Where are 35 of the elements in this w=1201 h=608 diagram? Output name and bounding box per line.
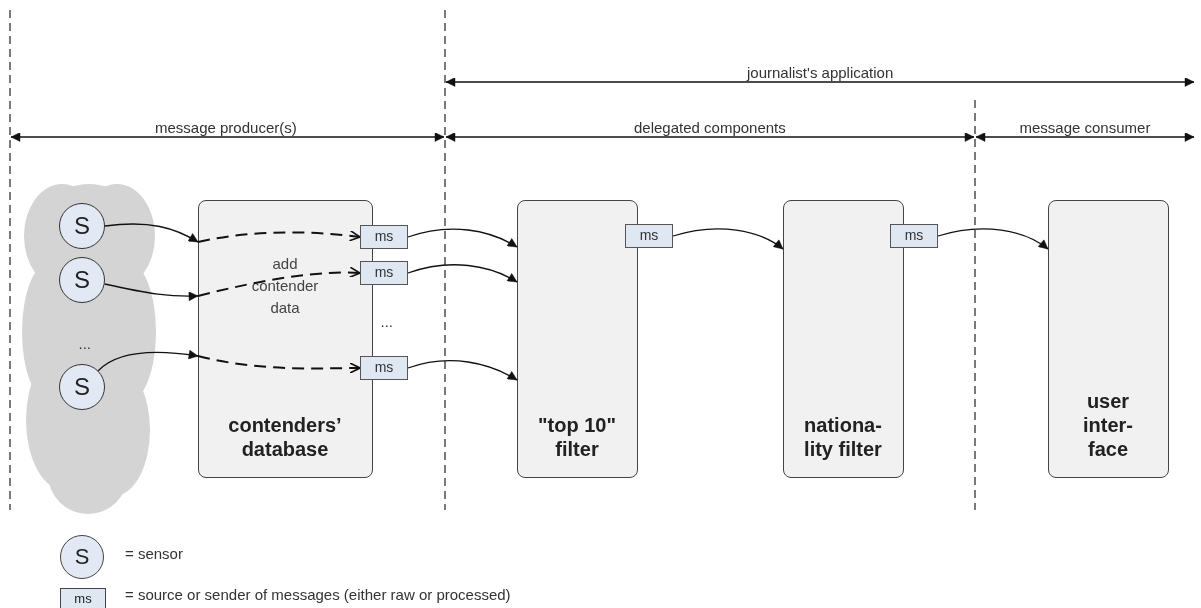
component-box <box>1048 200 1169 478</box>
box-title: "top 10" filter <box>537 413 617 461</box>
legend-sensor-circle: S <box>60 535 104 579</box>
span-label: message producer(s) <box>155 119 297 136</box>
span-label: delegated components <box>634 119 786 136</box>
arrow <box>197 266 361 297</box>
arrow <box>937 228 1049 250</box>
box-note: add contender data <box>250 254 320 318</box>
arrow <box>104 223 199 243</box>
component-box <box>783 200 904 478</box>
box-title: nationa- lity filter <box>803 413 883 461</box>
legend-text: = sensor <box>125 545 183 562</box>
component-box <box>517 200 638 478</box>
ellipsis-text: ... <box>78 335 91 352</box>
ellipsis-text: ... <box>380 313 393 330</box>
span-label: message consumer <box>1019 119 1151 136</box>
arrow <box>407 360 518 381</box>
message-sender-tag: ms <box>360 261 408 285</box>
legend-sender-tag: ms <box>60 588 106 608</box>
message-sender-tag: ms <box>360 225 408 249</box>
component-box <box>198 200 373 478</box>
legend-text: = source or sender of messages (either raw or processed) <box>125 586 511 603</box>
box-title: contenders’ database <box>227 413 343 461</box>
arrow <box>197 230 361 243</box>
arrow <box>197 355 361 374</box>
arrow <box>407 228 518 248</box>
arrow <box>672 228 784 250</box>
message-sender-tag: ms <box>625 224 673 248</box>
message-sender-tag: ms <box>890 224 938 248</box>
arrow <box>407 264 518 283</box>
arrow <box>104 283 199 301</box>
arrow <box>97 350 199 372</box>
span-label: journalist's application <box>747 64 894 81</box>
box-title: user inter- face <box>1082 389 1134 461</box>
message-sender-tag: ms <box>360 356 408 380</box>
